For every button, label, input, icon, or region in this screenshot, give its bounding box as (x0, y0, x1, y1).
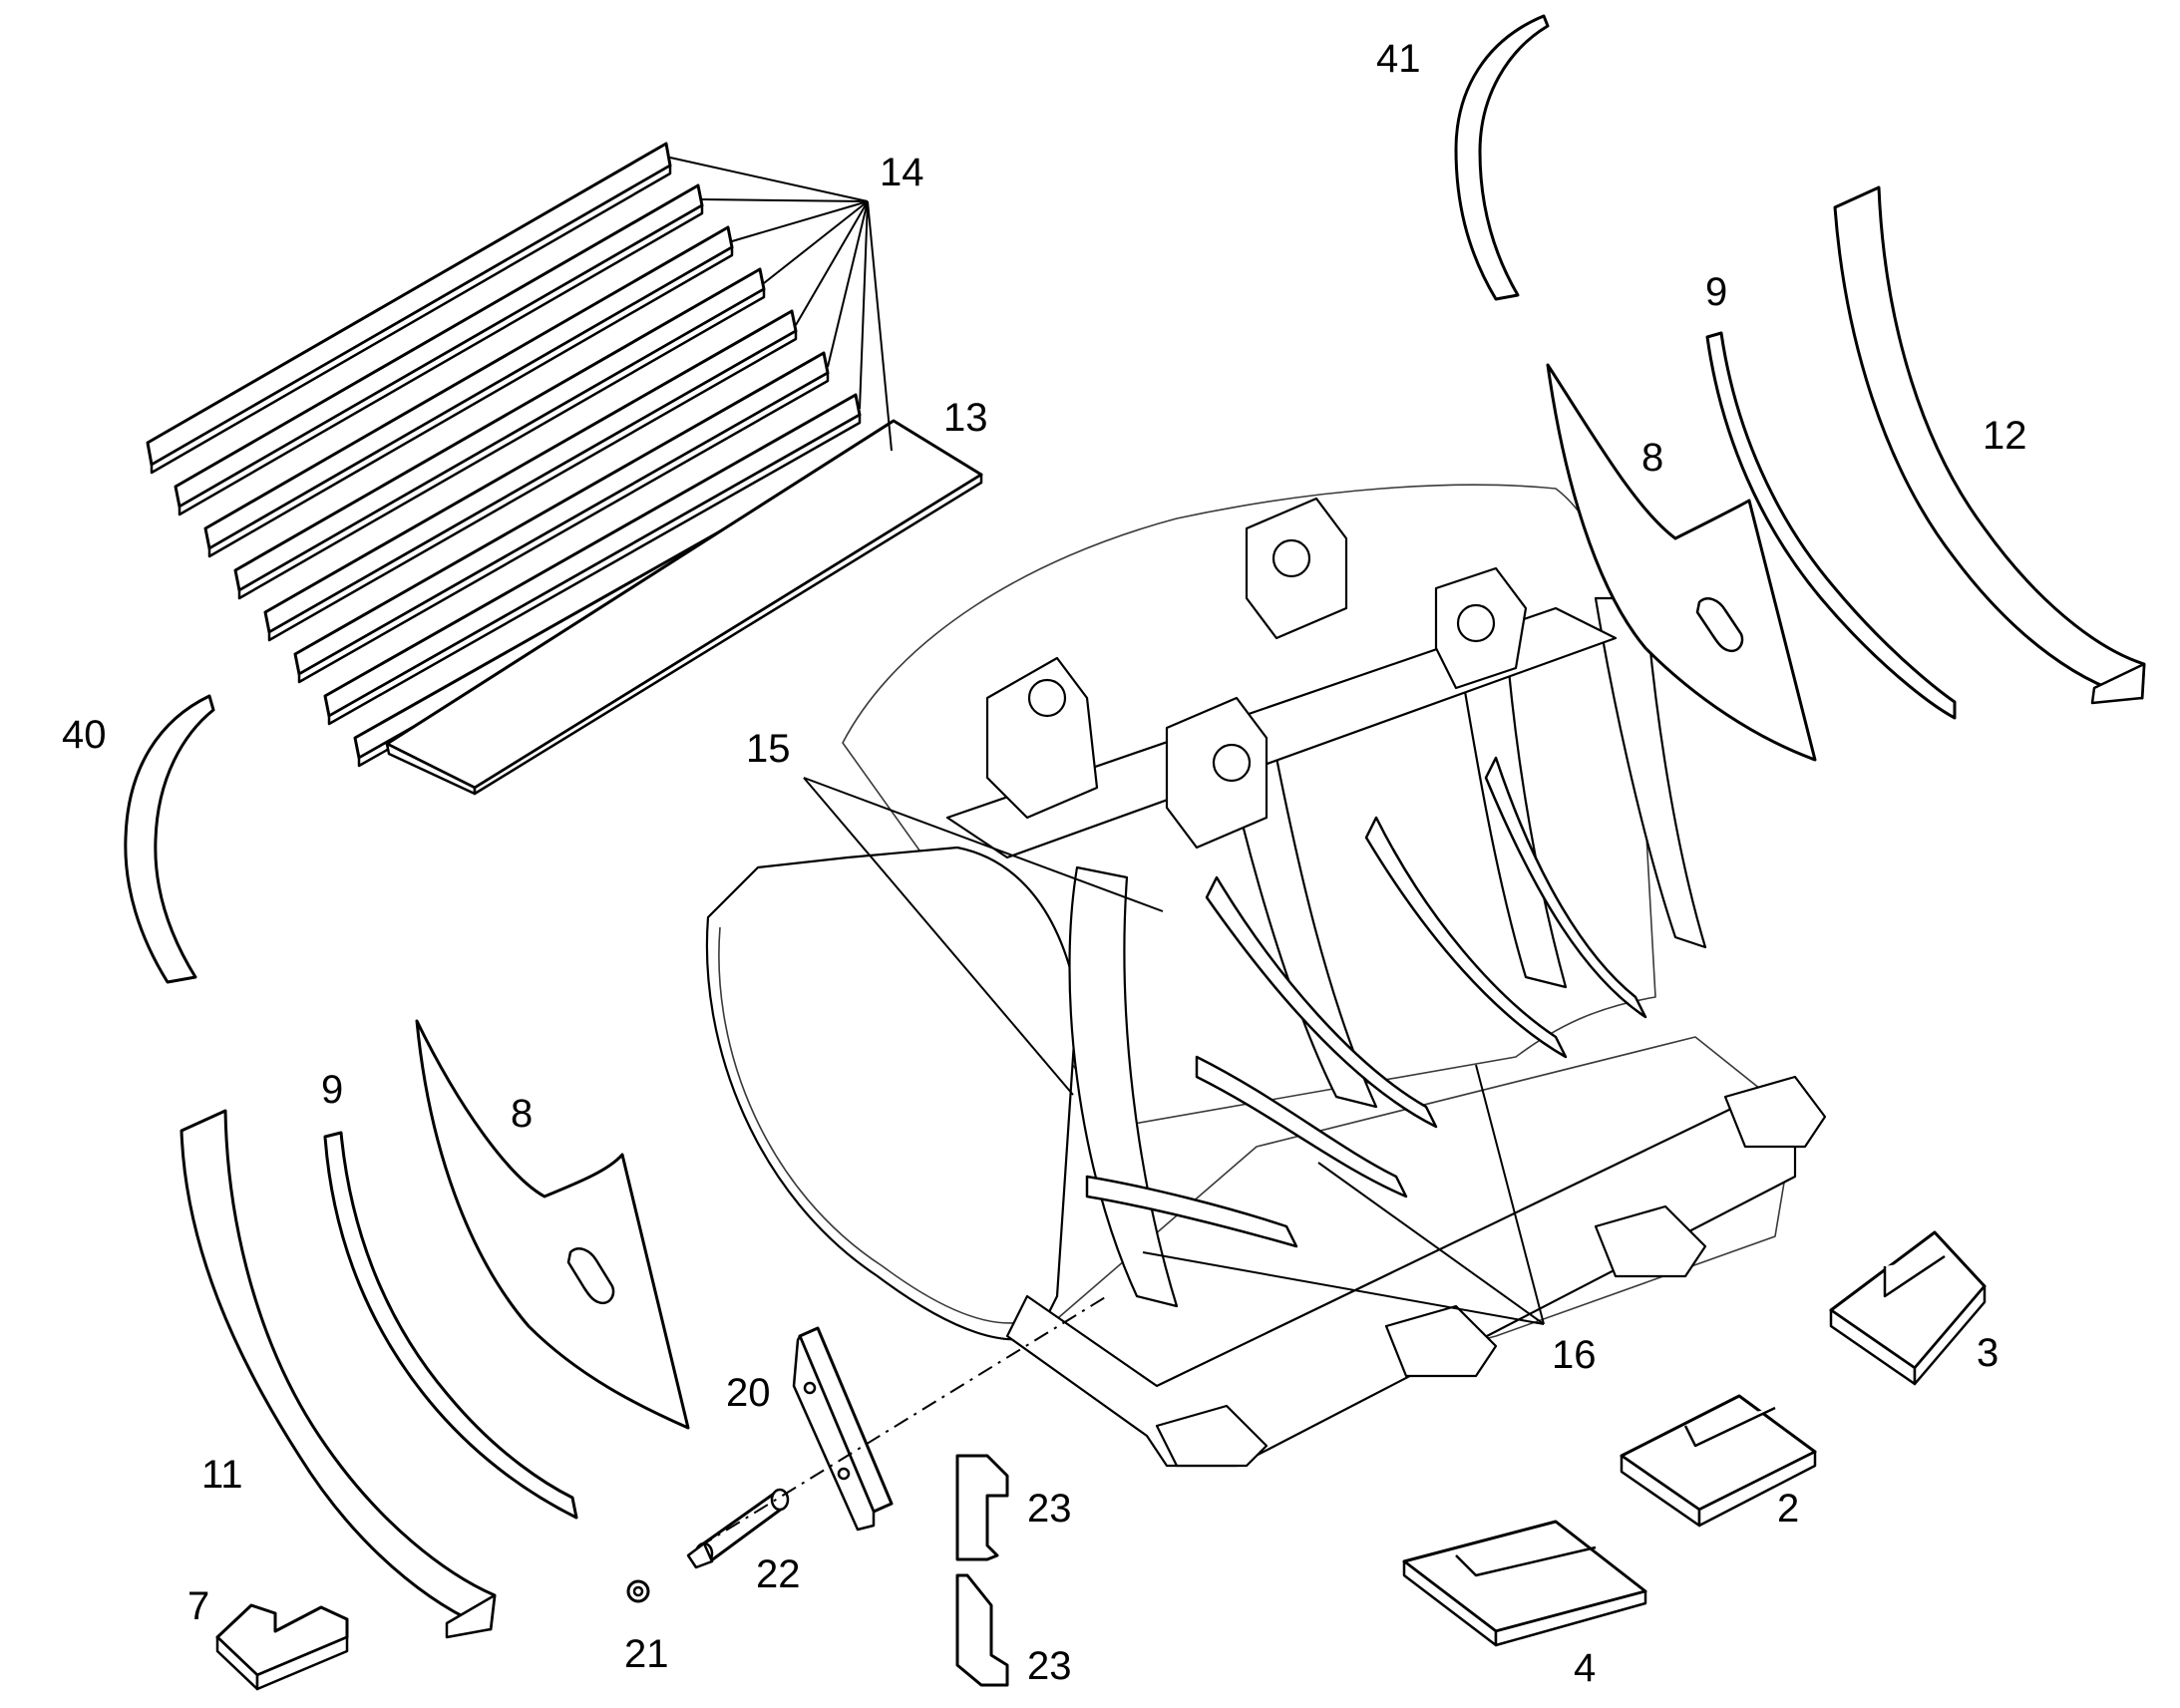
gusset-slot-right (1695, 597, 1744, 653)
bucket-left-side-plate (705, 846, 1079, 1341)
callout-3: 3 (1977, 1331, 1998, 1375)
liner-plate-14-5 (263, 309, 798, 642)
leader-lines (803, 777, 1545, 1325)
liner-plate-14-4 (233, 267, 766, 600)
part-23-clamp-lower (955, 1573, 1009, 1687)
bucket-rib-4 (1594, 596, 1707, 949)
leader-15-a (803, 777, 1164, 912)
part-11-curved-bar (180, 1109, 497, 1639)
tooth-adapter-3 (1594, 1204, 1707, 1278)
bucket-rib-2 (1225, 756, 1378, 1109)
part-3-wedge (1829, 1230, 1987, 1386)
callout-14: 14 (880, 151, 924, 194)
pin-bore-1 (1027, 678, 1067, 718)
pin-bore-2 (1212, 743, 1252, 783)
leader-lines-14 (669, 157, 893, 452)
callout-12: 12 (1983, 414, 2027, 458)
part-21-washer (626, 1579, 650, 1603)
callout-2: 2 (1777, 1487, 1799, 1531)
callout-23-upper: 23 (1027, 1487, 1072, 1531)
bucket-wear-strip-2 (1195, 1055, 1408, 1198)
liner-plate-14-6 (293, 351, 830, 684)
tooth-adapter-1 (1155, 1404, 1269, 1468)
part-8-right-gusset (1546, 363, 1817, 762)
liner-plate-14-2 (174, 183, 704, 516)
callout-labels: 41 14 13 40 9 8 12 15 9 8 11 20 16 3 23 … (62, 37, 2027, 1690)
callout-15: 15 (746, 727, 791, 771)
callout-8-left: 8 (511, 1092, 533, 1136)
bucket-left-side-edge (718, 926, 1028, 1324)
pin-bore-3 (1272, 538, 1311, 578)
callout-11: 11 (201, 1453, 243, 1497)
liner-plate-13 (385, 419, 983, 796)
tooth-adapter-4 (1723, 1075, 1827, 1149)
callout-16: 16 (1552, 1333, 1597, 1377)
bucket-wear-strip-1 (1085, 1175, 1298, 1248)
liner-plate-14-1 (146, 142, 672, 475)
part-41-curved-strip (1454, 14, 1550, 301)
callout-41: 41 (1376, 37, 1421, 81)
pin-bore-4 (1456, 603, 1496, 643)
part-9-right-curved-bar (1705, 331, 1957, 720)
part-4-wedge (1402, 1520, 1647, 1647)
hinge-lug-left-outer (985, 656, 1099, 820)
leader-15-b (803, 777, 1074, 1096)
callout-13: 13 (943, 396, 988, 440)
liner-plate-14-3 (203, 225, 734, 558)
callout-21: 21 (624, 1632, 669, 1676)
callout-9-right: 9 (1705, 270, 1727, 314)
leader-16-a (1142, 1251, 1545, 1325)
bucket-wear-strip-5 (1484, 756, 1647, 1019)
bucket-wear-strip-4 (1364, 816, 1568, 1059)
part-40-curved-strip (124, 694, 215, 984)
callout-20: 20 (726, 1371, 771, 1415)
leader-16-c (1475, 1064, 1545, 1325)
liner-plate-14-7 (323, 393, 862, 726)
liner-plate-set (146, 142, 983, 796)
part-8-left-gusset (415, 1019, 690, 1430)
callout-9-left: 9 (321, 1068, 343, 1112)
part-20-side-cutter (792, 1326, 894, 1532)
assembly-center-line (697, 1295, 1108, 1548)
callout-4: 4 (1574, 1646, 1596, 1690)
tooth-adapter-2 (1384, 1304, 1498, 1378)
part-7-block (215, 1603, 349, 1691)
bucket-wear-strip-3 (1205, 875, 1438, 1129)
bucket-cutting-edge (1005, 1105, 1797, 1468)
callout-40: 40 (62, 713, 107, 757)
part-12-curved-bar (1833, 185, 2146, 705)
callout-8-right: 8 (1641, 436, 1663, 480)
part-23-clamp-upper (955, 1454, 1009, 1561)
callout-7: 7 (187, 1584, 209, 1628)
gusset-slot-left (566, 1247, 615, 1305)
callout-22: 22 (756, 1552, 801, 1596)
callout-23-lower: 23 (1027, 1644, 1072, 1688)
bucket-body (705, 484, 1827, 1468)
part-2-wedge (1620, 1394, 1817, 1528)
leader-16-b (1317, 1162, 1545, 1325)
part-9-left-curved-bar (323, 1131, 578, 1520)
bucket-rib-1 (1068, 865, 1179, 1308)
